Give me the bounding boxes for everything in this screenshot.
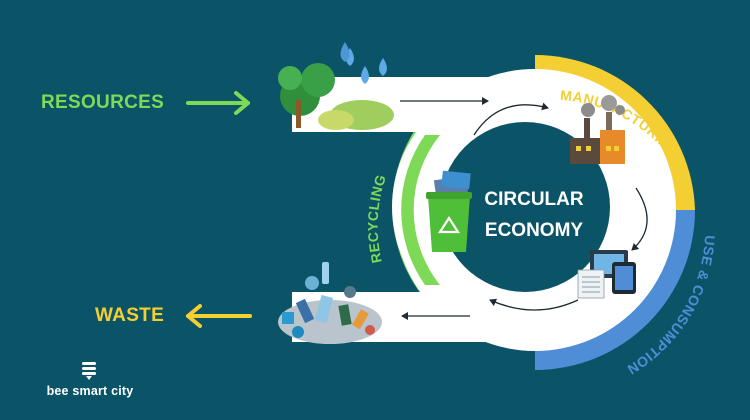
resources-label: RESOURCES: [41, 92, 165, 113]
flow-arrows: [400, 97, 648, 320]
devices-consumption-icon: [577, 250, 636, 299]
arrow-use-to-recycling: [489, 298, 579, 311]
arrow-manufacturing-to-use: [631, 187, 648, 251]
brand-name: bee smart city: [46, 384, 134, 398]
resources-arrow: [186, 91, 250, 115]
brand-logo: bee smart city: [35, 360, 145, 398]
center-title-line-2: ECONOMY: [485, 220, 584, 241]
waste-arrow: [186, 304, 252, 328]
nature-resources-icon: [278, 42, 394, 130]
recycling-crescent-edge: [401, 135, 440, 285]
waste-pile-icon: [278, 262, 382, 344]
center-title-line-1: CIRCULAR: [484, 189, 583, 210]
factory-icon: [570, 95, 625, 164]
waste-label: WASTE: [95, 305, 165, 326]
recycling-bin-icon: [426, 170, 472, 252]
arrow-to-manufacturing: [473, 102, 549, 136]
stage-label-recycling: RECYCLING: [365, 172, 389, 264]
center-hole: [440, 122, 610, 292]
bee-smart-city-logo-icon: [82, 362, 96, 380]
